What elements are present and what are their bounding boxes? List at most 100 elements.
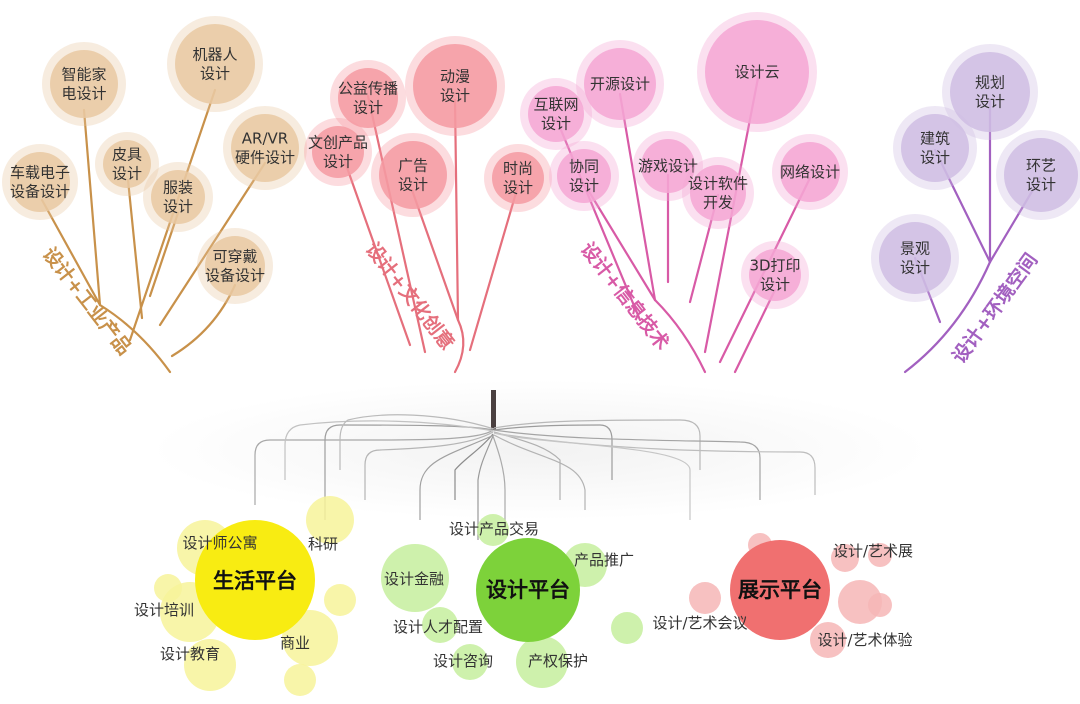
node-bubble xyxy=(103,140,151,188)
platform-item: 设计产品交易 xyxy=(449,520,539,538)
node-label: 设计 xyxy=(112,165,142,183)
platform-title: 设计平台 xyxy=(486,578,570,602)
node-label: 智能家 xyxy=(61,66,106,84)
node-label: 设计 xyxy=(440,87,470,105)
node-game-design: 游戏设计 xyxy=(633,131,703,201)
node-label: 景观 xyxy=(900,240,930,258)
node-bubble xyxy=(705,20,809,124)
platform-bubble xyxy=(838,580,882,624)
node-label: 皮具 xyxy=(112,146,142,164)
node-label: 开源设计 xyxy=(590,75,650,93)
node-label: 协同 xyxy=(569,158,599,176)
node-label: 设计 xyxy=(760,276,790,294)
root-stem xyxy=(491,390,496,430)
node-bubble xyxy=(379,141,447,209)
platform-item: 设计咨询 xyxy=(433,652,493,670)
platform-bubble xyxy=(477,514,509,546)
node-label: 设计 xyxy=(1026,176,1056,194)
platform-bubble xyxy=(381,544,449,612)
platform-bubble xyxy=(810,622,846,658)
node-bubble xyxy=(528,86,584,142)
node-label: 互联网 xyxy=(533,96,578,114)
platform-item: 设计培训 xyxy=(134,601,194,619)
node-bubble xyxy=(50,50,118,118)
node-label: 设计 xyxy=(541,115,571,133)
node-bubble xyxy=(780,142,840,202)
culture-lines xyxy=(343,94,520,374)
platform-design: 设计平台设计产品交易产品推广设计金融设计人才配置设计咨询产权保护 xyxy=(381,514,643,688)
node-bubble xyxy=(175,24,255,104)
node-label: 开发 xyxy=(703,194,733,212)
platform-bubble xyxy=(689,582,721,614)
platform-bubble xyxy=(324,584,356,616)
platform-title: 生活平台 xyxy=(213,569,297,593)
node-label: 设计 xyxy=(569,177,599,195)
platform-item: 设计师公寓 xyxy=(182,534,257,552)
platform-bubble xyxy=(516,636,568,688)
branch-label-industrial: 设计+工业产品 xyxy=(38,243,136,360)
industrial-lines xyxy=(40,88,267,374)
platform-item: 商业 xyxy=(280,634,310,652)
node-label: 时尚 xyxy=(503,160,533,178)
node-bubble xyxy=(338,68,398,128)
node-label: 动漫 xyxy=(440,68,470,86)
node-label: 游戏设计 xyxy=(638,157,698,175)
node-label: 3D打印 xyxy=(749,257,800,275)
platform-bubble xyxy=(831,544,859,572)
node-bubble xyxy=(205,236,265,296)
node-label: 广告 xyxy=(398,157,428,175)
platform-bubble xyxy=(611,612,643,644)
node-label: 设备设计 xyxy=(205,267,265,285)
node-bubble xyxy=(641,139,695,193)
node-bubble xyxy=(231,114,299,182)
node-label: 设备设计 xyxy=(10,183,70,201)
node-label: 设计 xyxy=(503,179,533,197)
platform-bubble xyxy=(452,644,488,680)
node-bubble xyxy=(492,152,544,204)
node-label: 设计 xyxy=(353,99,383,117)
platform-item: 设计教育 xyxy=(160,645,220,663)
node-label: 可穿戴 xyxy=(212,248,257,266)
root-lines xyxy=(254,414,816,540)
platform-item: 设计/艺术体验 xyxy=(817,631,912,649)
node-bubble xyxy=(1004,138,1078,212)
node-label: 建筑 xyxy=(920,130,950,148)
node-open-source-design: 开源设计 xyxy=(576,40,664,128)
node-label: 服装 xyxy=(163,179,193,197)
tree-nodes: 智能家电设计机器人设计车载电子设备设计皮具设计AR/VR硬件设计服装设计可穿戴设… xyxy=(2,12,1080,309)
node-network-design: 网络设计 xyxy=(772,134,848,210)
platform-bubble xyxy=(306,496,354,544)
platform-item: 产权保护 xyxy=(528,652,588,670)
node-label: 机器人 xyxy=(192,46,237,64)
platform-bubble xyxy=(284,664,316,696)
node-bubble xyxy=(10,152,70,212)
node-label: 公益传播 xyxy=(338,80,398,98)
node-design-cloud: 设计云 xyxy=(697,12,817,132)
node-bubble xyxy=(413,44,497,128)
platform-item: 科研 xyxy=(308,535,338,553)
node-bubble xyxy=(749,249,801,301)
branch-label-environment: 设计+环境空间 xyxy=(947,249,1042,368)
platform-item: 设计/艺术会议 xyxy=(652,614,747,632)
node-label: 设计 xyxy=(398,176,428,194)
node-label: 设计 xyxy=(200,65,230,83)
node-bubble xyxy=(151,170,205,224)
platform-title: 展示平台 xyxy=(738,578,822,602)
platform-bubble xyxy=(868,593,892,617)
node-label: 设计云 xyxy=(734,63,779,81)
